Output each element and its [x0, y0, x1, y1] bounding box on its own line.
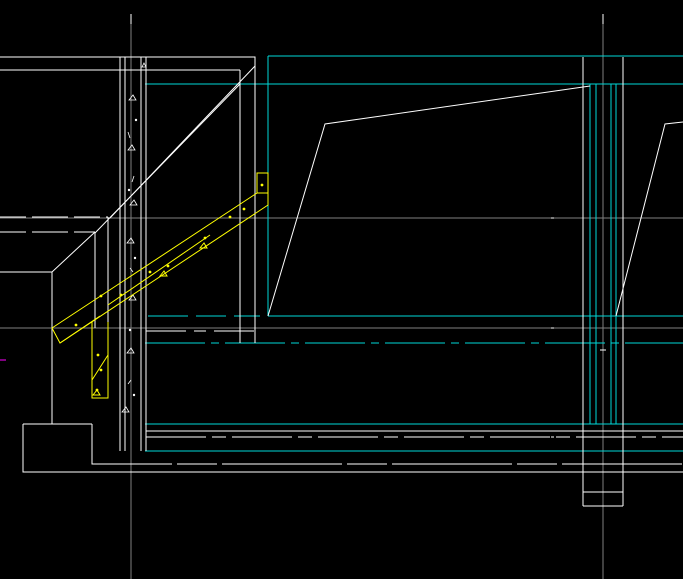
beam-outline[interactable]: [51, 172, 269, 344]
wall-hatch: [121, 62, 147, 413]
beam-fill-dot: [228, 215, 232, 219]
wall-structure: [0, 14, 683, 507]
hatch-dot: [134, 118, 138, 122]
hatch-mark: [127, 379, 132, 385]
hatch-dot: [132, 393, 136, 397]
beam-hatch-tri: [91, 389, 101, 396]
hatch-dot: [133, 256, 137, 260]
guide-ticks: [551, 217, 606, 438]
beam-fill-dot: [96, 353, 100, 357]
beam-fill-dot: [166, 264, 170, 268]
beam-hatch-tri: [158, 270, 168, 277]
beam-hatch-tri: [198, 242, 208, 249]
beam-hanger[interactable]: [91, 322, 109, 399]
hatch-mark: [128, 94, 137, 101]
top-slab-outline: [0, 56, 256, 343]
hatch-mark: [129, 267, 134, 273]
beam-fill-dot: [74, 323, 78, 327]
footing-inner: [91, 424, 683, 465]
beam-inner-edge[interactable]: [59, 315, 101, 344]
beam-fill-dot: [260, 183, 264, 187]
roof-diagonal-lower: [109, 65, 256, 219]
selected-inclined-beam[interactable]: [51, 172, 269, 399]
ledge-step: [0, 271, 53, 424]
hatch-mark: [131, 175, 135, 183]
hatch-mark: [126, 237, 135, 244]
beam-fill-dot: [242, 207, 246, 211]
hatch-mark: [128, 294, 137, 301]
hatch-mark: [126, 347, 135, 354]
window-sash-right: [615, 121, 683, 317]
hatch-mark: [129, 199, 138, 206]
beam-fill-dot: [99, 294, 103, 298]
cyan-frame: [145, 55, 683, 452]
beam-fill-dot: [99, 368, 103, 372]
beam-centerline-diagonal[interactable]: [107, 234, 211, 306]
beam-fill-dot: [203, 236, 207, 240]
window-sash-left: [267, 85, 591, 317]
ledge-step-diagonal: [51, 231, 96, 273]
beam-hanger-diagonal[interactable]: [91, 354, 109, 381]
beam-fill-dot: [119, 293, 123, 297]
hatch-mark: [127, 131, 131, 139]
hatch-mark: [141, 62, 147, 68]
footing-outline: [22, 424, 683, 473]
construction-lines: [0, 14, 683, 579]
hatch-mark: [127, 144, 136, 151]
hatch-mark: [121, 406, 130, 413]
beam-fill-dot: [148, 270, 152, 274]
hatch-dot: [127, 188, 131, 192]
hatch-dot: [128, 328, 132, 332]
